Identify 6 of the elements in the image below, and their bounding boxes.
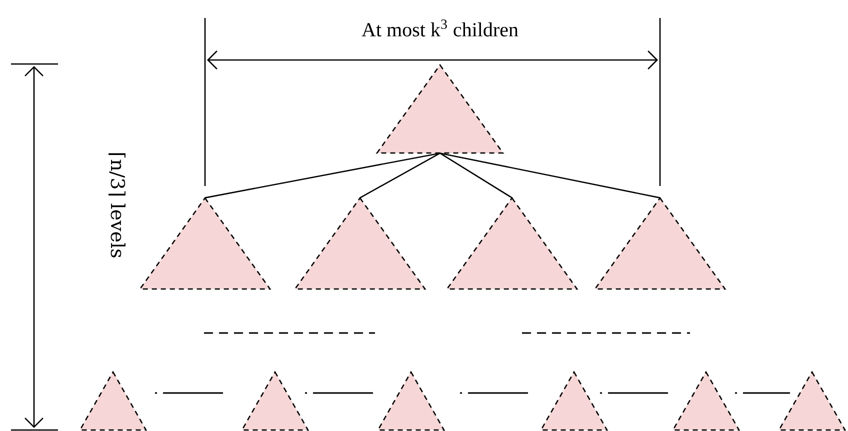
tree-edge (360, 152, 440, 198)
dimension-label: ⌈n/3⌉ levels (108, 153, 126, 258)
tree-edge (440, 152, 512, 198)
tree-edge (204, 152, 440, 198)
dimension-label: At most k$^{3}$ children (362, 20, 518, 36)
tree-edge (440, 152, 660, 198)
